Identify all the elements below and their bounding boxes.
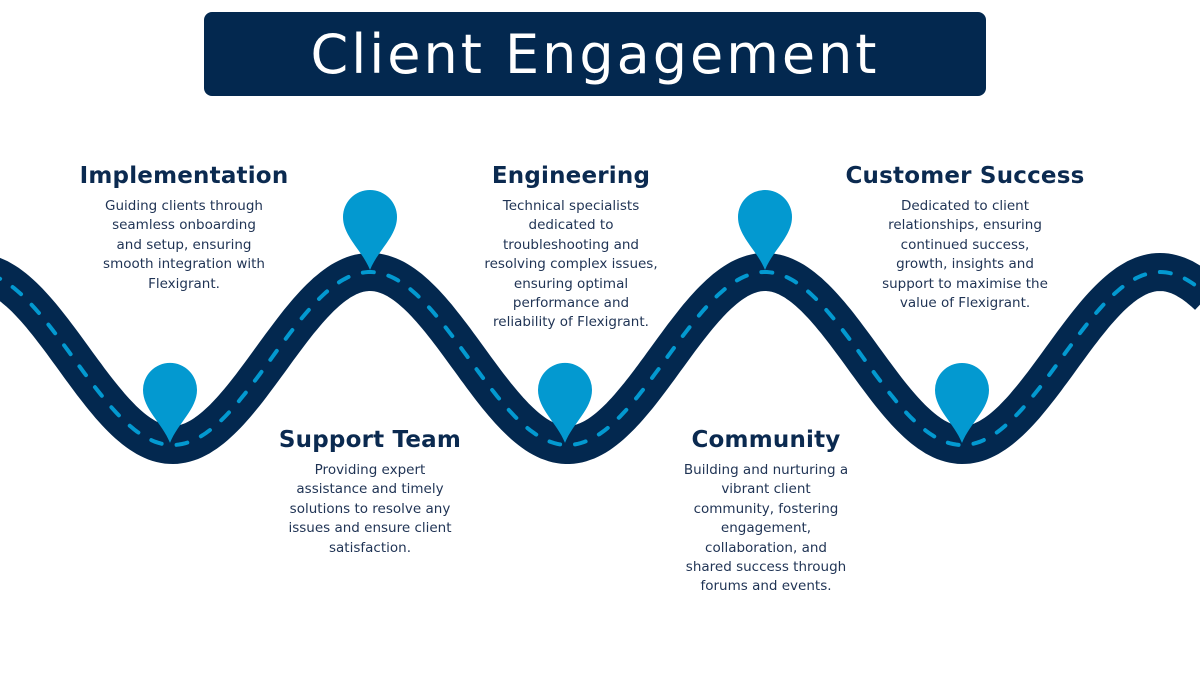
description-line: relationships, ensuring xyxy=(888,217,1042,234)
map-pin-icon xyxy=(738,190,792,270)
stage-engineering: Engineering Technical specialists dedica… xyxy=(451,163,691,333)
page-title: Client Engagement xyxy=(310,22,880,86)
stage-description: Technical specialists dedicated to troub… xyxy=(451,197,691,333)
description-line: Technical specialists xyxy=(502,198,640,214)
description-line: collaboration, and xyxy=(705,539,827,556)
description-line: continued success, xyxy=(900,236,1030,253)
description-line: seamless onboarding xyxy=(112,217,256,234)
stage-description: Providing expert assistance and timely s… xyxy=(250,461,490,558)
description-line: Guiding clients through xyxy=(105,198,263,214)
description-line: forums and events. xyxy=(700,578,832,595)
title-banner: Client Engagement xyxy=(204,12,986,96)
description-line: Building and nurturing a xyxy=(683,462,849,478)
description-line: ensuring optimal xyxy=(513,275,629,292)
description-line: Flexigrant. xyxy=(148,275,220,292)
description-line: assistance and timely xyxy=(296,481,444,498)
description-line: shared success through xyxy=(685,559,847,576)
description-line: value of Flexigrant. xyxy=(899,295,1031,312)
description-line: community, fostering xyxy=(693,500,839,517)
description-line: solutions to resolve any xyxy=(289,500,451,517)
description-line: dedicated to xyxy=(528,217,614,234)
stage-heading: Community xyxy=(691,427,841,453)
stage-implementation: Implementation Guiding clients through s… xyxy=(64,163,304,294)
description-line: resolving complex issues, xyxy=(484,256,658,273)
road-center-dashes xyxy=(0,269,1200,448)
description-line: reliability of Flexigrant. xyxy=(493,314,649,331)
map-pin-icon xyxy=(343,190,397,270)
map-pin-icon xyxy=(538,362,592,443)
stage-support-team: Support Team Providing expert assistance… xyxy=(250,427,490,558)
stage-customer-success: Customer Success Dedicated to client rel… xyxy=(835,163,1095,313)
description-line: issues and ensure client xyxy=(288,520,452,537)
stage-heading: Support Team xyxy=(278,427,462,453)
stage-heading: Customer Success xyxy=(845,163,1085,189)
description-line: Dedicated to client xyxy=(900,198,1030,214)
description-line: troubleshooting and xyxy=(503,236,639,253)
description-line: growth, insights and xyxy=(896,256,1034,273)
stage-heading: Implementation xyxy=(79,163,289,189)
map-pin-icon xyxy=(935,362,989,443)
description-line: vibrant client xyxy=(721,481,811,498)
stage-description: Dedicated to client relationships, ensur… xyxy=(835,197,1095,313)
description-line: support to maximise the xyxy=(882,275,1048,292)
description-line: and setup, ensuring xyxy=(116,236,252,253)
description-line: Providing expert xyxy=(314,462,426,478)
stage-description: Guiding clients through seamless onboard… xyxy=(64,197,304,294)
description-line: smooth integration with xyxy=(103,256,265,273)
description-line: satisfaction. xyxy=(329,539,411,556)
stage-heading: Engineering xyxy=(491,163,651,189)
stage-description: Building and nurturing a vibrant client … xyxy=(646,461,886,597)
map-pin-icon xyxy=(143,362,197,443)
description-line: performance and xyxy=(512,295,630,312)
description-line: engagement, xyxy=(720,520,812,537)
stage-community: Community Building and nurturing a vibra… xyxy=(646,427,886,597)
